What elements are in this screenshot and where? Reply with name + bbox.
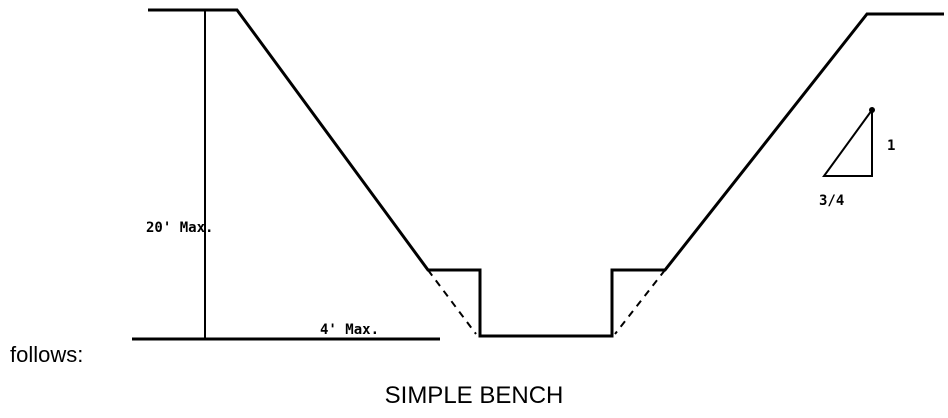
slope-run-label: 3/4 xyxy=(819,193,844,209)
slope-rise-label: 1 xyxy=(887,138,895,154)
slope-triangle-vertex xyxy=(869,107,875,113)
lead-text: follows: xyxy=(10,342,83,367)
left-slope-projection xyxy=(427,269,477,335)
diagram-caption: SIMPLE BENCH xyxy=(385,382,564,409)
slope-ratio-triangle xyxy=(822,106,873,177)
excavation-profile xyxy=(148,8,944,338)
max-bench-label: 4' Max. xyxy=(320,322,379,338)
right-slope-projection xyxy=(614,269,666,335)
max-depth-label: 20' Max. xyxy=(146,220,213,236)
